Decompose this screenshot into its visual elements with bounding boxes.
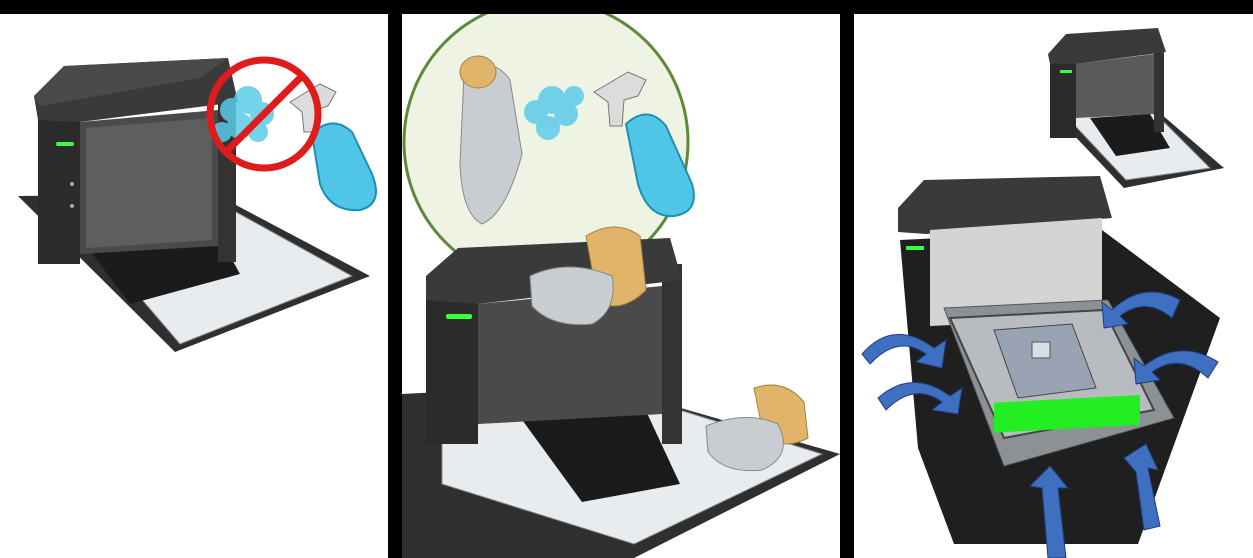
panel-divider	[840, 0, 854, 558]
status-led	[56, 142, 74, 146]
scanner-tower-left	[38, 114, 80, 264]
status-led	[906, 246, 924, 250]
top-border	[0, 0, 1253, 14]
panel-remove-plate-clean	[854, 18, 1253, 558]
scanner-tower-right	[662, 264, 682, 444]
scanner-thumbnail	[1048, 28, 1224, 188]
panel-no-direct-spray	[0, 14, 388, 558]
panel-divider	[388, 0, 402, 558]
panel-spray-cloth-wipe	[402, 14, 840, 558]
hand-icon	[460, 56, 496, 88]
status-led	[446, 314, 472, 319]
